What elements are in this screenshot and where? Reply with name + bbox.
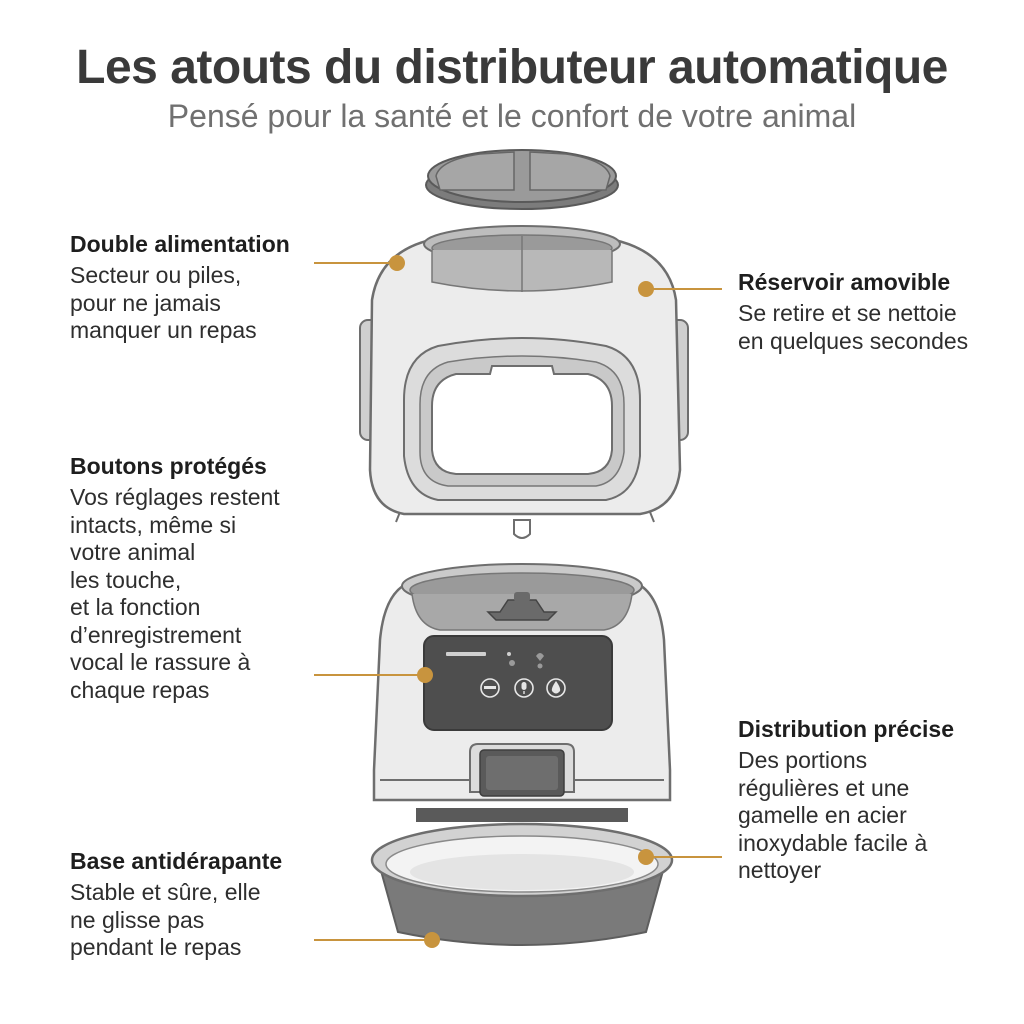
description-line: chaque repas — [70, 676, 210, 703]
feature-description: Vos réglages restent intacts, même si vo… — [70, 484, 280, 704]
description-line: pour ne jamais — [70, 289, 221, 316]
description-line: gamelle en acier — [738, 802, 907, 828]
description-line: pendant le repas — [70, 934, 242, 960]
callout-dot — [389, 255, 405, 271]
description-line: votre animal — [70, 539, 196, 565]
feature-description: Secteur ou piles, pour ne jamais manquer… — [70, 262, 290, 345]
description-line: Stable et sûre, elle — [70, 879, 261, 905]
description-line: ne glisse pas — [70, 906, 205, 933]
description-line: Vos réglages restent — [70, 484, 280, 510]
feature-boutons-proteges: Boutons protégés Vos réglages restent in… — [70, 452, 280, 704]
feature-base-antiderapante: Base antidérapante Stable et sûre, elle … — [70, 847, 282, 962]
callout-dot — [424, 932, 440, 948]
description-line: Secteur ou piles, — [70, 262, 242, 288]
description-line: vocal le rassure à — [70, 649, 251, 675]
callout-dot — [417, 667, 433, 683]
description-line: nettoyer — [738, 857, 822, 883]
description-line: Se retire et se nettoie — [738, 300, 957, 326]
lid — [425, 149, 619, 210]
mic-button-icon — [514, 678, 534, 698]
feature-description: Des portions régulières et une gamelle e… — [738, 747, 954, 885]
description-line: et la fonction — [70, 594, 201, 620]
feature-title: Distribution précise — [738, 716, 954, 742]
page-subtitle: Pensé pour la santé et le confort de vot… — [167, 98, 857, 134]
description-line: inoxydable facile à — [738, 829, 928, 856]
feature-title: Base antidérapante — [70, 848, 283, 874]
feature-title: Double alimentation — [70, 231, 290, 257]
base-unit — [370, 563, 674, 946]
description-line: en quelques secondes — [738, 327, 969, 354]
menu-button-icon — [480, 678, 500, 698]
feature-title: Boutons protégés — [70, 453, 267, 479]
description-line: Des portions — [738, 747, 868, 773]
description-line: les touche, — [70, 566, 182, 593]
callout-lines — [314, 255, 722, 948]
feature-double-alimentation: Double alimentation Secteur ou piles, po… — [70, 230, 290, 345]
reservoir-unit — [359, 225, 689, 539]
description-line: régulières et une — [738, 774, 910, 801]
description-line: intacts, même si — [70, 511, 237, 538]
feature-description: Stable et sûre, elle ne glisse pas penda… — [70, 879, 282, 962]
callout-dot — [638, 281, 654, 297]
control-panel — [423, 635, 613, 731]
page-title: Les atouts du distributeur automatique — [76, 41, 948, 94]
feature-description: Se retire et se nettoie en quelques seco… — [738, 300, 968, 355]
description-line: manquer un repas — [70, 317, 257, 343]
description-line: d’enregistrement — [70, 621, 242, 648]
drop-button-icon — [546, 678, 566, 698]
feature-reservoir-amovible: Réservoir amovible Se retire et se netto… — [738, 268, 968, 355]
feature-title: Réservoir amovible — [738, 269, 951, 295]
callout-dot — [638, 849, 654, 865]
feature-distribution-precise: Distribution précise Des portions réguli… — [738, 715, 954, 885]
